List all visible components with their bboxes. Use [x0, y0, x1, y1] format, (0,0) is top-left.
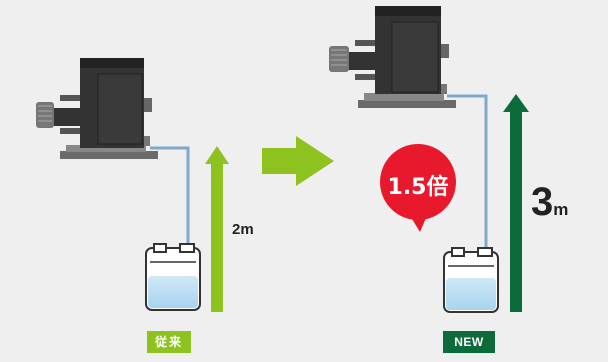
tube-icon-before [150, 146, 190, 250]
up-arrow-icon-after [503, 94, 529, 312]
badge-text: 1.5倍 [387, 175, 449, 200]
up-arrow-icon-before [205, 146, 229, 312]
pump-icon-before [36, 58, 158, 159]
after-height-value: 3 [531, 180, 554, 224]
tube-icon-after [447, 94, 488, 254]
tank-icon-after [443, 247, 499, 313]
right-arrow-icon [262, 136, 334, 186]
multiplier-badge [380, 144, 456, 232]
before-height-label: 2m [232, 221, 254, 238]
tank-icon-before [145, 243, 201, 311]
after-height-label: 3m [531, 180, 568, 225]
after-height-unit: m [553, 200, 569, 219]
after-tag: NEW [443, 331, 495, 353]
before-tag: 従来 [147, 331, 191, 353]
pump-icon-after [329, 6, 456, 108]
